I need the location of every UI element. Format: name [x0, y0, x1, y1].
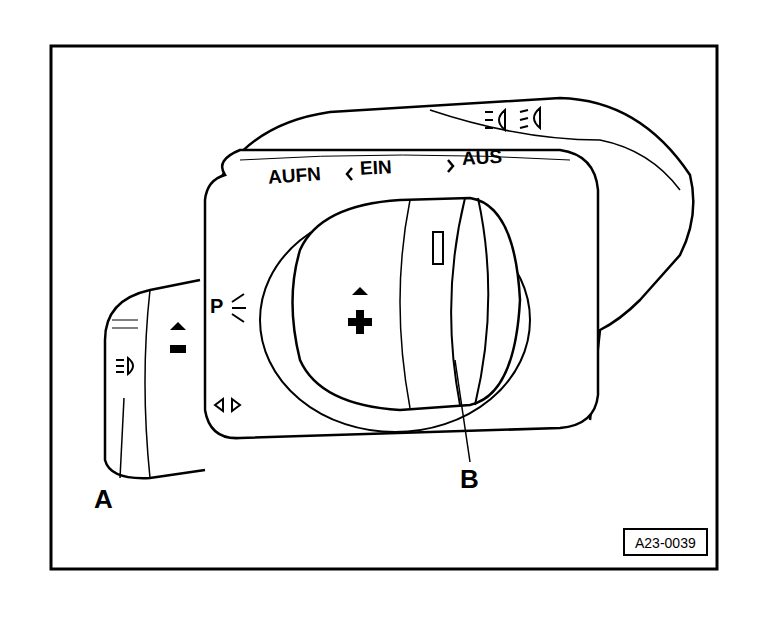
- side-light-symbol: [215, 399, 240, 411]
- leader-line: [120, 398, 124, 478]
- figure-number-box: A23-0039: [623, 528, 708, 556]
- headlight-symbol: [485, 108, 540, 130]
- symbol: [170, 322, 186, 353]
- symbol: [348, 287, 372, 334]
- parking-symbol: [232, 294, 246, 322]
- push-button: [105, 280, 205, 478]
- part-letter: A: [94, 486, 113, 512]
- switch-marking: EIN: [360, 157, 393, 178]
- rotary-knob: [293, 198, 521, 410]
- figure-number: A23-0039: [635, 536, 696, 550]
- face-panel: [205, 150, 598, 438]
- switch-marking: P: [210, 296, 223, 316]
- switch-marking: AUS: [462, 147, 503, 168]
- button-line: [112, 320, 138, 328]
- knob-edge: [400, 200, 410, 408]
- knob-grip: [475, 198, 488, 405]
- part-letter: B: [460, 466, 479, 492]
- button-edge: [145, 290, 150, 478]
- fog-symbol: [116, 358, 133, 374]
- knob-marker: [433, 232, 443, 264]
- knob-grip: [451, 198, 465, 405]
- leader-line: [455, 360, 470, 462]
- panel-edge: [240, 155, 570, 160]
- switch-marking: AUFN: [267, 164, 321, 187]
- frame: [51, 46, 717, 569]
